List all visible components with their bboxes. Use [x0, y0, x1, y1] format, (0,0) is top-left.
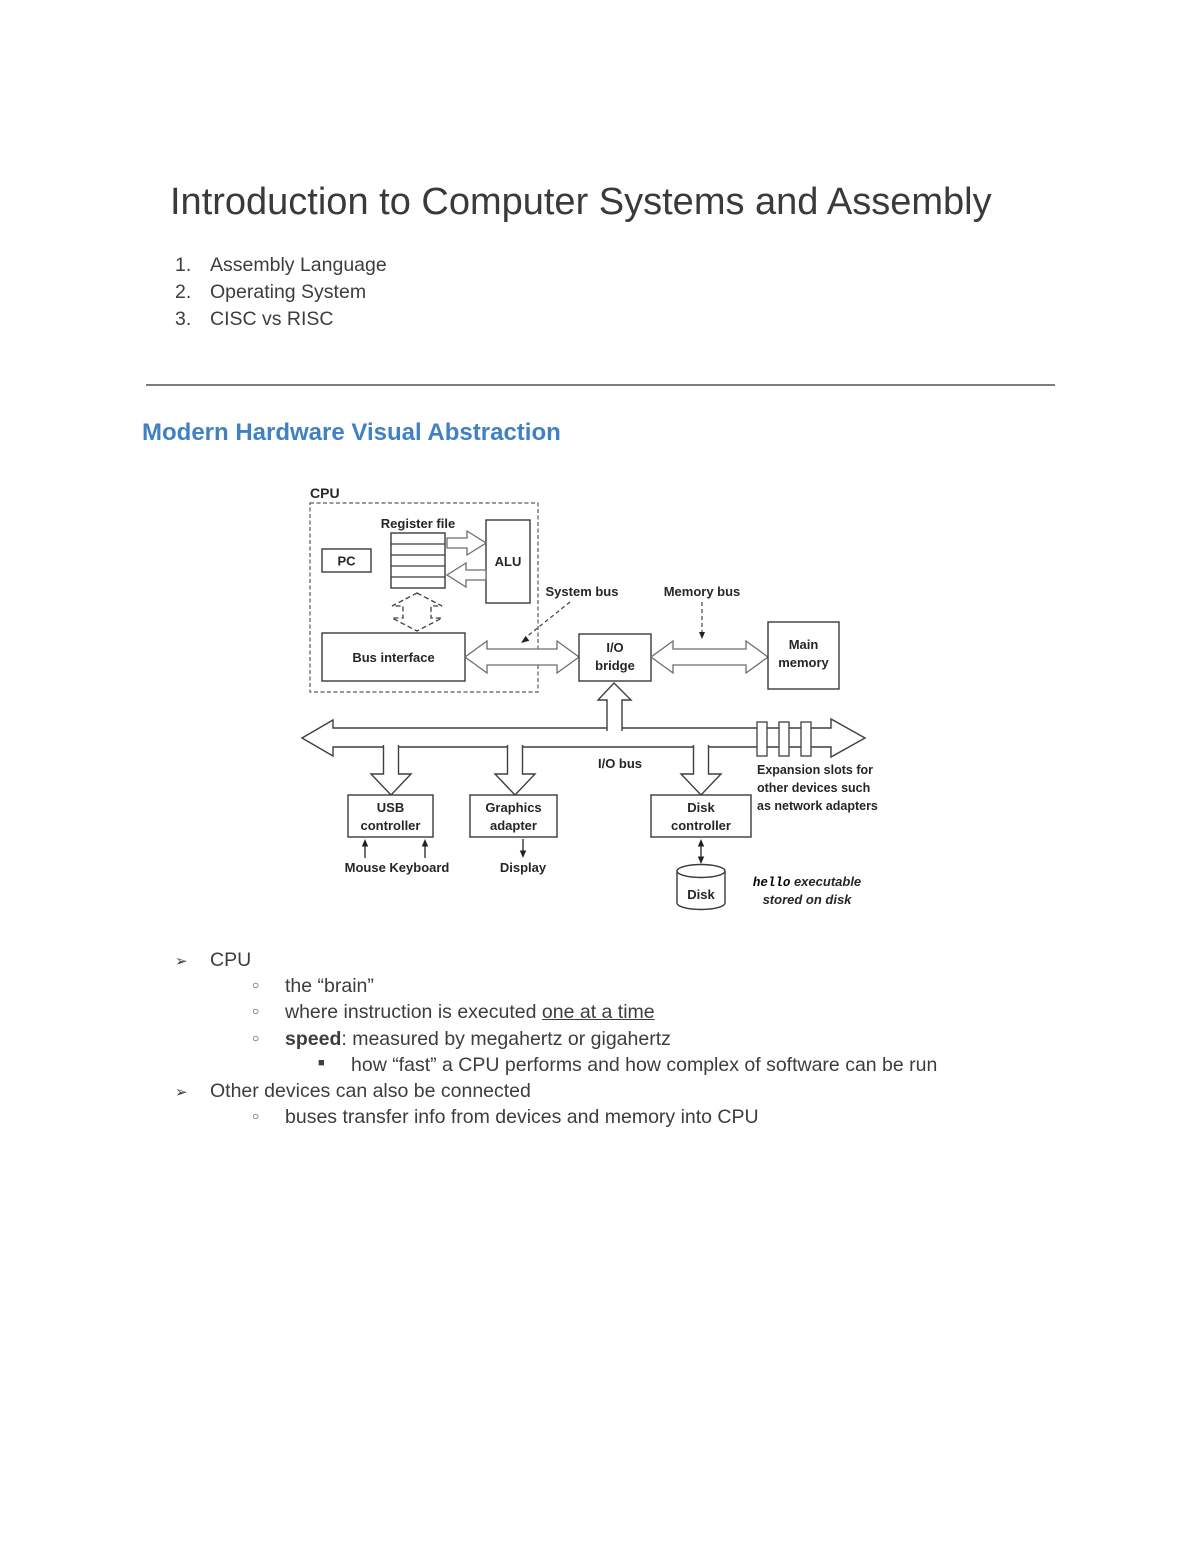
mouse-keyboard-label: Mouse Keyboard [345, 860, 450, 875]
system-bus-pointer [524, 601, 571, 639]
usb-controller-label: controller [361, 818, 421, 833]
register-file-box [390, 532, 446, 589]
bullet-item-fast: ■ how “fast” a CPU performs and how comp… [0, 1054, 1120, 1080]
io-bridge-label: I/O [606, 640, 623, 655]
memory-bus-pointer-head [699, 632, 705, 639]
document-title: Introduction to Computer Systems and Ass… [170, 181, 992, 223]
section-heading: Modern Hardware Visual Abstraction [142, 419, 561, 446]
expansion-slot [778, 721, 790, 757]
list-number: 3. [175, 308, 192, 330]
expansion-slots-label: as network adapters [757, 799, 878, 813]
system-bus-label: System bus [546, 584, 619, 599]
io-bus-arrow [300, 717, 867, 759]
cpu-label: CPU [310, 485, 340, 501]
bullet-text: CPU [210, 949, 252, 971]
hardware-diagram: CPU Register file PC ALU Bus interface I… [300, 485, 878, 911]
system-bus-arrow [463, 639, 581, 675]
bullet-text-plain: where instruction is executed [285, 1001, 542, 1024]
circle-bullet: ○ [252, 978, 260, 993]
bullet-item-speed: ○ speed: measured by megahertz or gigahe… [0, 1028, 1120, 1054]
graphics-adapter-label: Graphics [485, 800, 541, 815]
bullet-item-brain: ○ the “brain” [0, 975, 1120, 1001]
stored-on-disk-label: stored on disk [763, 892, 853, 907]
io-bridge-box [578, 633, 652, 682]
circle-bullet: ○ [252, 1109, 260, 1124]
main-memory-label: Main [789, 637, 819, 652]
bullet-item-instruction: ○ where instruction is executed one at a… [0, 1001, 1120, 1027]
graphics-adapter-label: adapter [490, 818, 537, 833]
disk-link-arrow-head-top [697, 839, 705, 847]
mouse-arrow-head [361, 839, 369, 847]
disk-label: Disk [687, 887, 715, 902]
bullet-list: ➢ CPU ○ the “brain” ○ where instruction … [0, 949, 1120, 1132]
expansion-slots-label: other devices such [757, 781, 870, 795]
expansion-slot [800, 721, 812, 757]
arrow-bullet: ➢ [175, 953, 188, 970]
square-bullet: ■ [318, 1056, 325, 1069]
register-to-alu-arrow [446, 529, 488, 557]
io-bus-to-bridge-arrow [596, 681, 633, 731]
disk-controller-label: Disk [687, 800, 715, 815]
bullet-text: how “fast” a CPU performs and how comple… [351, 1053, 938, 1076]
usb-controller-box [347, 794, 434, 838]
disk-link-arrow-head-bottom [697, 856, 705, 864]
display-label: Display [500, 860, 547, 875]
alu-box [485, 519, 531, 604]
graphics-adapter-box [469, 794, 558, 838]
system-bus-pointer-head [521, 635, 530, 643]
bullet-text: buses transfer info from devices and mem… [285, 1106, 759, 1129]
bullet-item-other-devices: ➢ Other devices can also be connected [0, 1080, 1120, 1106]
bus-interface-label: Bus interface [352, 650, 434, 665]
branch-arrow-usb [369, 745, 413, 797]
main-memory-box [767, 621, 840, 690]
arrow-bullet: ➢ [175, 1083, 188, 1101]
bullet-text-plain: : measured by megahertz or gigahertz [341, 1027, 671, 1050]
usb-controller-label: USB [377, 800, 404, 815]
circle-bullet: ○ [252, 1030, 260, 1045]
bus-interface-box [321, 632, 466, 682]
register-file-label: Register file [381, 516, 455, 531]
bullet-text: speed: measured by megahertz or gigahert… [285, 1028, 671, 1051]
memory-bus-label: Memory bus [664, 584, 741, 599]
alu-to-register-arrow [445, 561, 487, 589]
cpu-boundary-box [309, 502, 539, 693]
disk-controller-label: controller [671, 818, 731, 833]
bold-term: speed [285, 1027, 342, 1050]
keyboard-arrow-head [421, 839, 429, 847]
list-item-text: Assembly Language [210, 254, 387, 276]
list-number: 2. [175, 281, 192, 303]
branch-arrow-graphics [493, 745, 537, 797]
bullet-item-cpu: ➢ CPU [0, 949, 1120, 975]
disk-cylinder-top [676, 863, 726, 879]
list-item-text: Operating System [210, 281, 367, 303]
io-bus-label: I/O bus [598, 756, 642, 771]
expansion-slots-label: Expansion slots for [757, 763, 873, 777]
io-bridge-label: bridge [595, 658, 635, 673]
circle-bullet: ○ [252, 1004, 260, 1019]
memory-bus-arrow [649, 639, 770, 675]
list-item-text: CISC vs RISC [210, 308, 334, 330]
register-businterface-arrow [391, 592, 443, 632]
disk-cylinder-body [676, 871, 726, 911]
bullet-text: Other devices can also be connected [210, 1079, 531, 1102]
alu-label: ALU [495, 554, 522, 569]
bullet-text: the “brain” [285, 975, 374, 998]
hello-code-text: hello [753, 876, 791, 890]
list-number: 1. [175, 254, 192, 276]
underlined-text: one at a time [541, 1001, 655, 1024]
executable-text: executable [790, 874, 861, 889]
horizontal-rule [146, 384, 1055, 386]
pc-label: PC [337, 554, 356, 569]
disk-controller-box [650, 794, 752, 838]
pc-box [321, 548, 372, 573]
main-memory-label: memory [778, 655, 829, 670]
branch-arrow-disk [679, 745, 723, 797]
bullet-text: where instruction is executed one at a t… [285, 1001, 655, 1024]
hello-executable-label: hello executable [753, 874, 861, 890]
bullet-item-buses: ○ buses transfer info from devices and m… [0, 1106, 1120, 1132]
display-arrow-head [519, 850, 527, 858]
expansion-slot [756, 721, 768, 757]
